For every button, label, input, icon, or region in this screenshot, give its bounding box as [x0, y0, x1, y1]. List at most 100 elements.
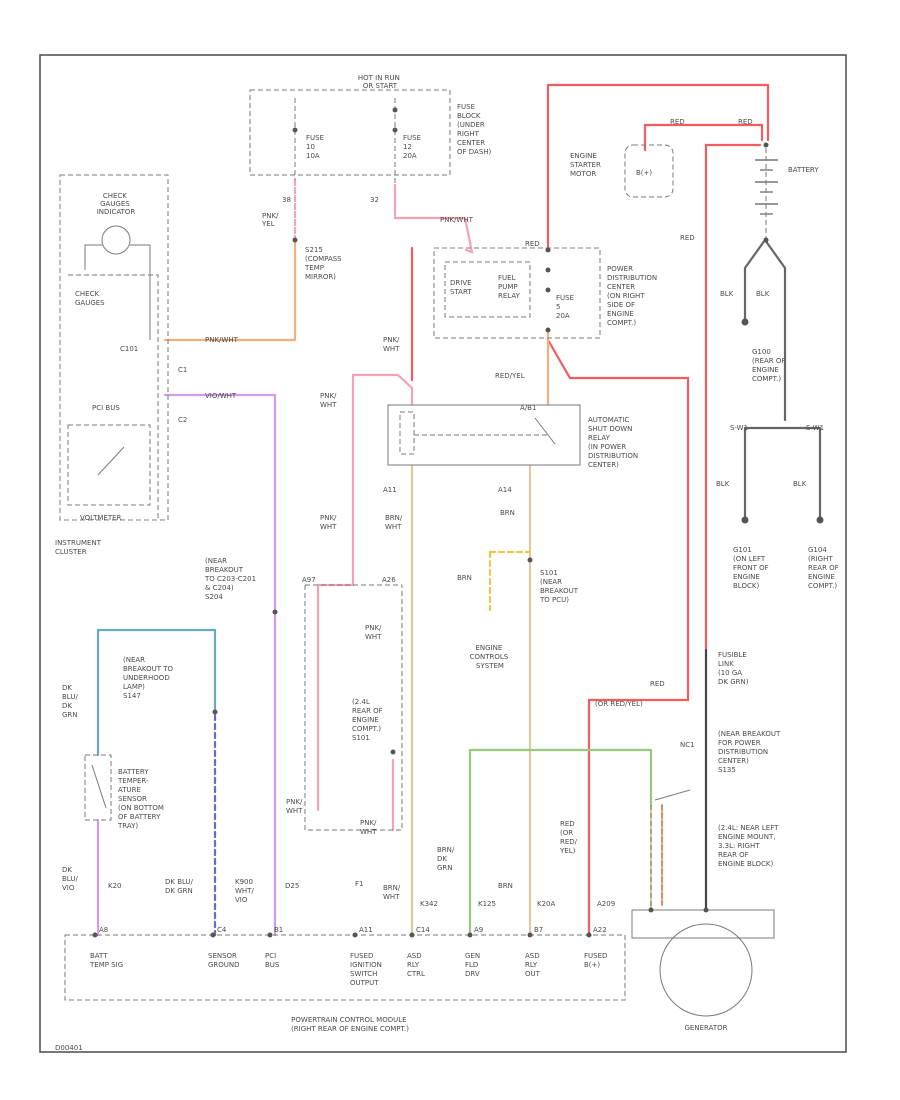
gen-field-switch-icon [654, 789, 691, 801]
generator-icon [659, 923, 753, 1017]
fuse-10-terminal [292, 127, 298, 133]
splice-s147 [212, 709, 218, 715]
engine-controls-label: ENGINE CONTROLS SYSTEM [470, 644, 511, 670]
pcm-pin-dot [352, 932, 358, 938]
wire-red-starter [643, 123, 764, 152]
asd-switch-icon [534, 417, 556, 445]
pcm-pin-dot [467, 932, 473, 938]
pdc-feed-dot [545, 247, 551, 253]
pcm-pin-number: A9 [474, 926, 483, 934]
wire-yellow-dash [488, 550, 532, 612]
fuse-10-label: FUSE 10 10A [306, 134, 326, 160]
splice-s101 [390, 749, 396, 755]
pnk-wht-top-label: PNK/WHT [440, 216, 474, 224]
blk1-label: BLK [720, 290, 734, 298]
fuse-block-outline [249, 89, 451, 176]
g101-label: G101 (ON LEFT FRONT OF ENGINE BLOCK) [733, 546, 771, 590]
ground-g101-dot [741, 516, 749, 524]
pcm-pin-number: A22 [593, 926, 607, 934]
pdc-bus-dot-1 [545, 267, 551, 273]
b-plus-label: B(+) [636, 169, 652, 177]
pnk-wht-5-label: PNK/ WHT [365, 624, 384, 641]
fuse-12-feed-terminal [392, 107, 398, 113]
diagram-frame [39, 54, 847, 1053]
g100-label: G100 (REAR OF ENGINE COMPT.) [752, 348, 788, 383]
asd-label: AUTOMATIC SHUT DOWN RELAY (IN POWER DIST… [588, 416, 640, 469]
brn-label: BRN [500, 509, 515, 517]
red-fusible-label: RED [650, 680, 665, 688]
splice-s204 [272, 609, 278, 615]
fuse-block-location: FUSE BLOCK (UNDER RIGHT CENTER OF DASH) [457, 103, 492, 156]
red-or-red-yel-label: RED (OR RED/ YEL) [559, 820, 579, 855]
pcm-pin-dot [586, 932, 592, 938]
fuel-pump-relay-label: FUEL PUMP RELAY [498, 274, 521, 300]
battery-temp-sensor: DK BLU/ DK GRN (NEAR BREAKOUT TO UNDERHO… [62, 656, 299, 904]
pcm-pin-number: C14 [416, 926, 430, 934]
wire-black-battery-ground [743, 238, 822, 522]
c101-pin: C101 [120, 345, 138, 353]
starter-battery: B(+) ENGINE STARTER MOTOR RED RED BATTER… [570, 118, 839, 590]
pnk-wht-c1-label: PNK/WHT [205, 336, 239, 344]
brn-wht-label: BRN/ WHT [385, 514, 405, 531]
pnk-wht-4-label: PNK/ WHT [320, 514, 339, 531]
gen-field-brushes [650, 805, 663, 910]
check-gauges-box [68, 274, 159, 520]
check-gauges-indicator-label: CHECK GAUGES INDICATOR [97, 192, 136, 216]
temp-sensor-box [84, 754, 112, 821]
middle-section: (NEAR BREAKOUT TO C203-C201 & C204) S204… [204, 557, 579, 836]
dk-blu-dk-grn-2-label: DK BLU/ DK GRN [165, 878, 195, 895]
or-red-yel-label: (OR RED/YEL) [595, 700, 643, 708]
indicator-lamp-icon [101, 225, 131, 255]
blk2-label: BLK [756, 290, 770, 298]
red-top-label: RED [670, 118, 685, 126]
power-distribution-center: RED POWER DISTRIBUTION CENTER (ON RIGHT … [320, 240, 659, 409]
k342-label: K342 [420, 900, 438, 908]
pcm-pin-number: B1 [274, 926, 283, 934]
battery-temp-sensor-label: BATTERY TEMPER- ATURE SENSOR (ON BOTTOM … [117, 768, 166, 830]
voltmeter-label: VOLTMETER [80, 514, 122, 522]
fusible-link-label: FUSIBLE LINK (10 GA DK GRN) [718, 651, 749, 686]
nc1-label: NC1 [680, 741, 695, 749]
wire-red-yel-pdc [546, 338, 690, 937]
c2-label: C2 [178, 416, 187, 424]
near-breakout-cdd-label: (NEAR BREAKOUT TO C203-C201 & C204) S204 [204, 557, 258, 601]
generator: GENERATOR [631, 789, 775, 1032]
engine-starter-label: ENGINE STARTER MOTOR [570, 152, 603, 178]
thermistor-icon [91, 764, 107, 809]
a11-top-label: A/B1 [520, 404, 536, 412]
wire-violet-pci [163, 393, 277, 937]
pcm-outline [64, 934, 626, 1001]
pdc-bus-dot-2 [545, 287, 551, 293]
red-side-label: RED [525, 240, 540, 248]
red-top2-label: RED [738, 118, 753, 126]
pcm-pin-dot [92, 932, 98, 938]
s-w1-label-2: S-W1 [806, 424, 824, 432]
ground-g104-dot [816, 516, 824, 524]
d25-label: D25 [285, 882, 299, 890]
k20-label: K20 [108, 882, 122, 890]
pnk-wht-7-label: PNK/ WHT [360, 819, 379, 836]
pdc-label: POWER DISTRIBUTION CENTER (ON RIGHT SIDE… [607, 265, 659, 327]
generator-mount-label: (2.4L: NEAR LEFT ENGINE MOUNT, 3.3L: RIG… [718, 824, 781, 868]
pin-38: 38 [282, 196, 291, 204]
pci-bus-label: PCI BUS [92, 404, 120, 412]
splice-s215 [292, 237, 298, 243]
k20a-label: K20A [537, 900, 555, 908]
brn-left-label: BRN [457, 574, 472, 582]
fuel-pump-relay-box [444, 261, 531, 318]
asd-coil [399, 411, 415, 455]
dk-blu-dk-grn-label: DK BLU/ DK GRN [62, 684, 80, 719]
brn-dk-grn-label: BRN/ DK GRN [437, 846, 457, 872]
pnk-wht-2-label: PNK/ WHT [383, 336, 402, 353]
wire-pink-fuse12 [393, 183, 474, 254]
